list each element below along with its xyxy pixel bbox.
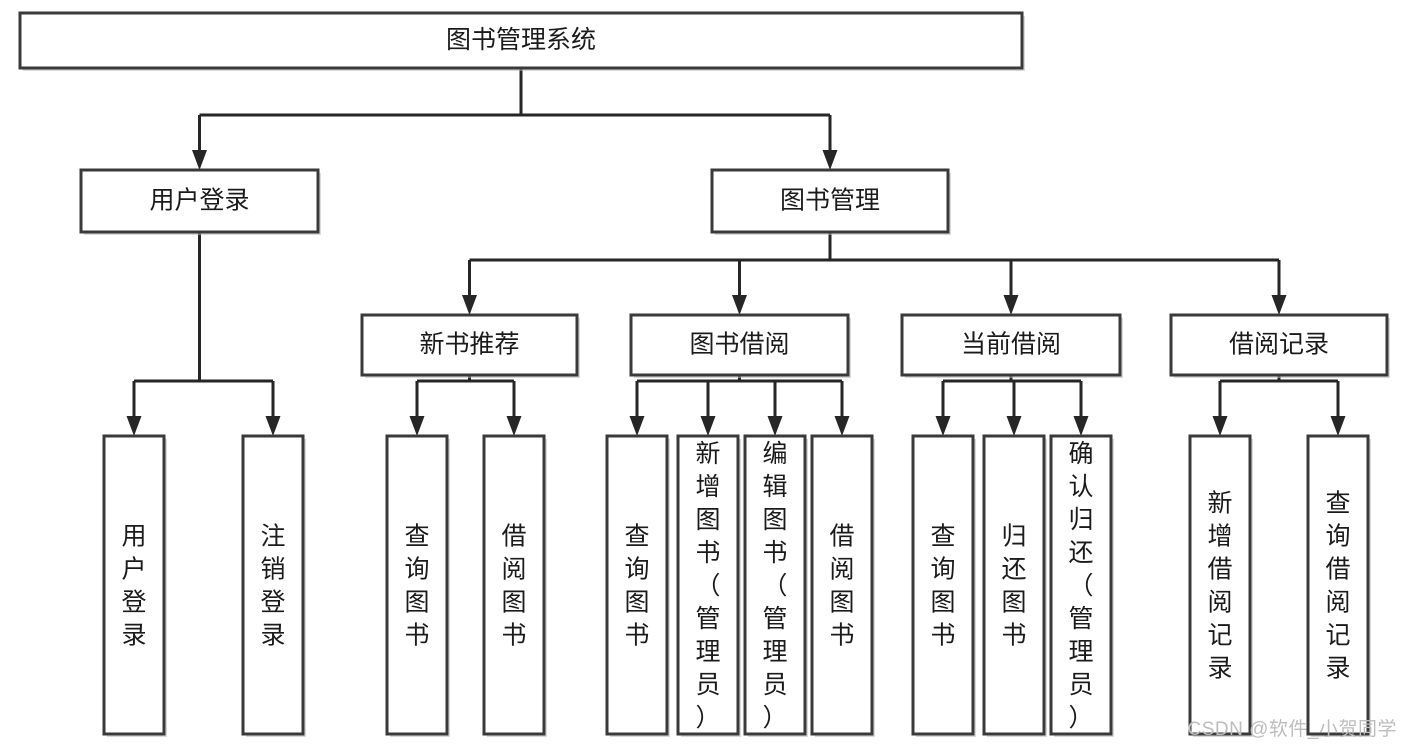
- arrow-head-n-book-borrow: [732, 295, 747, 315]
- arrow-head-l-borrow-book-2: [834, 416, 850, 436]
- node-rect[interactable]: [810, 434, 874, 736]
- node-label: 查询图书: [930, 523, 955, 650]
- node-rect[interactable]: [605, 434, 669, 736]
- arrow-head-l-return-book: [1006, 416, 1022, 436]
- edge-group-n-book-mgmt: [462, 232, 1287, 315]
- node-l-query-record[interactable]: 查询借阅记录: [1306, 434, 1371, 737]
- node-rect[interactable]: [102, 434, 166, 736]
- node-label: 新增图书（管理员）: [695, 440, 720, 732]
- node-rect[interactable]: [385, 434, 449, 736]
- arrow-head-l-query-book-3: [935, 416, 951, 436]
- node-n-user-login[interactable]: 用户登录: [79, 168, 321, 235]
- node-l-return-book[interactable]: 归还图书: [982, 434, 1047, 737]
- arrow-head-l-query-book-2: [629, 416, 645, 436]
- edge-group-n-book-borrow: [629, 375, 850, 436]
- node-l-logout[interactable]: 注销登录: [241, 434, 306, 737]
- node-l-add-book[interactable]: 新增图书（管理员）: [676, 434, 741, 737]
- node-rect[interactable]: [482, 434, 546, 736]
- arrow-head-n-borrow-record: [1271, 295, 1287, 315]
- arrow-head-n-user-login: [192, 150, 207, 170]
- arrow-head-n-new-book-rec: [462, 295, 477, 315]
- node-rect[interactable]: [1169, 313, 1389, 377]
- arrow-head-l-borrow-book-1: [506, 416, 522, 436]
- node-rect[interactable]: [18, 11, 1024, 70]
- node-rect[interactable]: [911, 434, 975, 736]
- node-n-book-mgmt[interactable]: 图书管理: [710, 168, 951, 235]
- node-n-current-borrow[interactable]: 当前借阅: [900, 313, 1123, 378]
- arrow-head-l-add-record: [1212, 416, 1228, 436]
- node-label: 借阅图书: [829, 523, 854, 650]
- node-n-borrow-record[interactable]: 借阅记录: [1169, 313, 1390, 378]
- nodes-layer: 图书管理系统用户登录图书管理新书推荐图书借阅当前借阅借阅记录用户登录注销登录查询…: [18, 11, 1390, 737]
- node-label: 新书推荐: [419, 331, 519, 359]
- arrow-head-l-edit-book: [767, 416, 783, 436]
- node-label: 编辑图书（管理员）: [762, 440, 787, 732]
- node-rect[interactable]: [710, 168, 950, 234]
- node-label: 查询借阅记录: [1325, 490, 1350, 683]
- node-rect[interactable]: [982, 434, 1046, 736]
- node-label: 图书管理: [780, 187, 880, 215]
- node-l-confirm-return[interactable]: 确认归还（管理员）: [1049, 434, 1114, 737]
- node-label: 归还图书: [1001, 523, 1026, 650]
- node-rect[interactable]: [743, 434, 807, 736]
- node-label: 查询图书: [404, 523, 429, 650]
- node-rect[interactable]: [1188, 434, 1252, 736]
- node-label: 图书借阅: [689, 331, 789, 359]
- node-rect[interactable]: [1306, 434, 1370, 736]
- node-rect[interactable]: [629, 313, 850, 377]
- node-label: 图书管理系统: [446, 26, 596, 54]
- edge-group-n-user-login: [126, 232, 281, 436]
- node-l-query-book-3[interactable]: 查询图书: [911, 434, 976, 737]
- node-l-add-record[interactable]: 新增借阅记录: [1188, 434, 1253, 737]
- node-rect[interactable]: [360, 313, 579, 377]
- arrow-head-l-query-record: [1330, 416, 1346, 436]
- arrow-head-l-logout: [265, 416, 281, 436]
- node-l-borrow-book-1[interactable]: 借阅图书: [482, 434, 547, 737]
- edge-group-n-new-book-rec: [409, 375, 522, 436]
- edges-layer: [126, 68, 1346, 436]
- node-l-user-login[interactable]: 用户登录: [102, 434, 167, 737]
- node-label: 新增借阅记录: [1207, 490, 1232, 683]
- node-label: 查询图书: [624, 523, 649, 650]
- node-rect[interactable]: [1049, 434, 1113, 736]
- arrow-head-l-query-book-1: [409, 416, 425, 436]
- arrow-head-n-current-borrow: [1003, 295, 1019, 315]
- edge-group-root: [192, 68, 838, 170]
- edge-group-n-borrow-record: [1212, 375, 1346, 436]
- node-label: 借阅图书: [501, 523, 526, 650]
- node-rect[interactable]: [676, 434, 740, 736]
- node-rect[interactable]: [241, 434, 305, 736]
- arrow-head-l-user-login: [126, 416, 142, 436]
- node-n-new-book-rec[interactable]: 新书推荐: [360, 313, 580, 378]
- node-l-edit-book[interactable]: 编辑图书（管理员）: [743, 434, 808, 737]
- node-rect[interactable]: [79, 168, 320, 234]
- node-label: 用户登录: [149, 187, 249, 215]
- node-n-book-borrow[interactable]: 图书借阅: [629, 313, 851, 378]
- node-rect[interactable]: [900, 313, 1122, 377]
- arrow-head-l-confirm-return: [1073, 416, 1089, 436]
- node-root[interactable]: 图书管理系统: [18, 11, 1025, 71]
- node-label: 当前借阅: [961, 331, 1061, 359]
- node-l-borrow-book-2[interactable]: 借阅图书: [810, 434, 875, 737]
- node-label: 注销登录: [260, 523, 285, 650]
- node-label: 借阅记录: [1229, 331, 1329, 359]
- node-l-query-book-1[interactable]: 查询图书: [385, 434, 450, 737]
- arrow-head-n-book-mgmt: [822, 150, 838, 170]
- edge-group-n-current-borrow: [935, 375, 1089, 436]
- node-label: 确认归还（管理员）: [1068, 440, 1093, 732]
- arrow-head-l-add-book: [700, 416, 716, 436]
- node-l-query-book-2[interactable]: 查询图书: [605, 434, 670, 737]
- node-label: 用户登录: [121, 523, 146, 650]
